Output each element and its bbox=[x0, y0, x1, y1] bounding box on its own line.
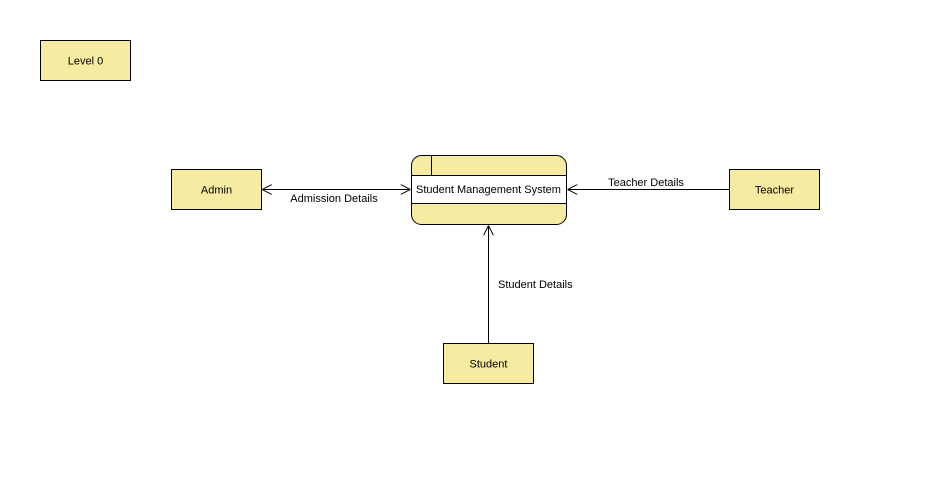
entity-admin: Admin bbox=[171, 169, 262, 210]
level-label: Level 0 bbox=[68, 56, 103, 68]
flow-admission: Admission Details bbox=[262, 190, 411, 205]
flow-teacher-label: Teacher Details bbox=[608, 177, 684, 189]
flow-teacher: Teacher Details bbox=[567, 177, 729, 190]
level-label-box: Level 0 bbox=[40, 40, 131, 81]
entity-teacher-label: Teacher bbox=[755, 185, 794, 197]
flow-student-label: Student Details bbox=[498, 279, 573, 291]
flow-student: Student Details bbox=[489, 225, 573, 343]
process-name: Student Management System bbox=[416, 184, 561, 196]
entity-student-label: Student bbox=[470, 359, 508, 371]
entity-teacher: Teacher bbox=[729, 169, 820, 210]
entity-admin-label: Admin bbox=[201, 185, 232, 197]
flow-admission-label: Admission Details bbox=[290, 193, 378, 205]
process-node: Student Management System bbox=[411, 155, 567, 225]
entity-student: Student bbox=[443, 343, 534, 384]
